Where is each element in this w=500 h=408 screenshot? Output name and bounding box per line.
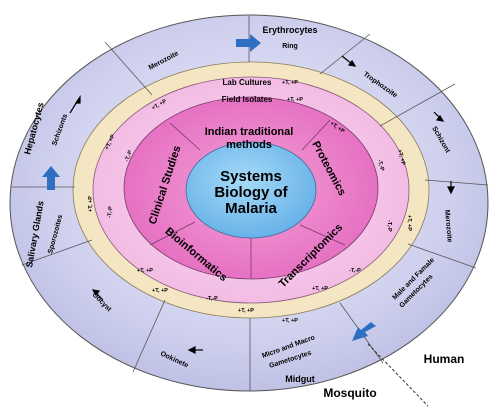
center-title-line1: Systems [220, 168, 282, 185]
stage-midgut: Midgut [285, 374, 315, 384]
stage-arrows [69, 55, 455, 354]
arrow-down-left-icon [352, 322, 376, 341]
band-marker-14: +T, +P [152, 288, 168, 294]
band-marker-16: +T, +P [238, 308, 254, 314]
stage-ring: Ring [282, 43, 298, 50]
host-mosquito: Mosquito [323, 386, 376, 400]
band-lab-cultures: Lab Cultures [223, 78, 272, 87]
band-marker-8: -T,-P [376, 159, 385, 172]
band-marker-2: +T, +P [287, 97, 303, 103]
arrow-up-icon [42, 166, 60, 190]
band-marker-13: +T, +P [137, 268, 153, 274]
blue-arrows [42, 34, 376, 341]
band-marker-15: -T,-P [206, 296, 218, 302]
center-title-line3: Malaria [225, 200, 277, 217]
host-divider-line [367, 343, 429, 407]
sector-divider-lines [149, 119, 346, 279]
band-marker-12: -T,-P [386, 220, 392, 232]
sector-indian-traditional-line2: methods [226, 139, 272, 151]
stage-erythrocytes: Erythrocytes [262, 25, 317, 35]
band-marker-17: +T, +P [282, 318, 298, 324]
band-marker-18: +T, +P [312, 286, 328, 292]
band-marker-19: -T,-P [349, 268, 361, 274]
center-title-line2: Biology of [214, 184, 288, 201]
band-field-isolates: Field Isolates [222, 95, 273, 104]
host-human: Human [424, 352, 465, 366]
band-marker-6: -T,-P [124, 149, 134, 162]
band-marker-9: +T, +P [88, 196, 94, 212]
band-marker-1: +T, +P [282, 80, 298, 86]
stage-merozoite-right: Merozoite [443, 210, 453, 243]
sector-indian-traditional-line1: Indian traditional [205, 126, 294, 138]
arrow-right-icon [236, 34, 261, 52]
center-title: Systems Biology of Malaria [214, 168, 288, 217]
band-marker-7: +T, +P [396, 149, 406, 166]
band-marker-11: +T, +P [406, 215, 412, 231]
band-marker-10: -T,-P [107, 206, 114, 218]
